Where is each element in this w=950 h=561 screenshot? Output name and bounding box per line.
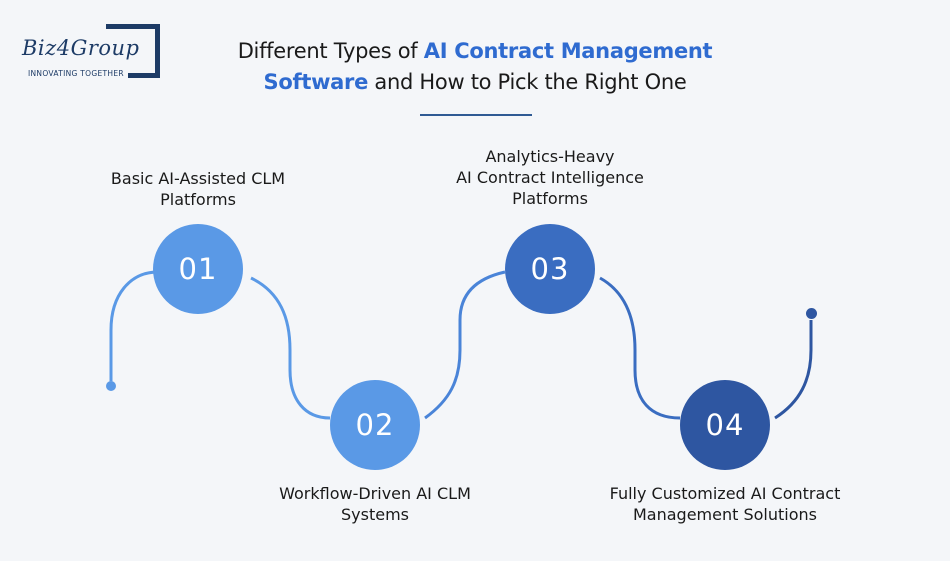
step-01-label-line-1: Basic AI-Assisted CLM [110, 169, 286, 188]
title-part-2: and How to Pick the Right One [368, 70, 687, 94]
step-01-label: Basic AI-Assisted CLM Platforms [78, 168, 318, 210]
connector-start-to-01 [109, 270, 159, 381]
step-02-label: Workflow-Driven AI CLM Systems [240, 483, 510, 525]
connector-02-to-03 [424, 270, 506, 420]
step-02-circle: 02 [330, 380, 420, 470]
logo-wordmark: Biz4Group [22, 36, 140, 60]
title-accent-1: AI Contract Management [423, 39, 713, 63]
flow-end-dot [806, 308, 817, 319]
step-01-label-line-2: Platforms [160, 190, 236, 209]
step-04-label-line-2: Management Solutions [633, 505, 817, 524]
company-logo: Biz4Group INNOVATING TOGETHER [18, 24, 160, 84]
flow-start-dot [106, 381, 116, 391]
title-underline [420, 114, 532, 116]
step-03-label-line-1: Analytics-Heavy [485, 147, 615, 166]
logo-bracket [128, 24, 160, 78]
step-04-label-line-1: Fully Customized AI Contract [609, 484, 841, 503]
title-accent-2: Software [263, 70, 369, 94]
step-01-circle: 01 [153, 224, 243, 314]
step-02-label-line-1: Workflow-Driven AI CLM [279, 484, 471, 503]
step-04-circle: 04 [680, 380, 770, 470]
step-02-label-line-2: Systems [341, 505, 409, 524]
step-03-circle: 03 [505, 224, 595, 314]
step-03-label-line-3: Platforms [512, 189, 588, 208]
connector-03-to-04 [599, 276, 681, 420]
step-03-label: Analytics-Heavy AI Contract Intelligence… [420, 146, 680, 209]
logo-tagline: INNOVATING TOGETHER [28, 69, 124, 78]
step-04-label: Fully Customized AI Contract Management … [580, 483, 870, 525]
step-03-label-line-2: AI Contract Intelligence [456, 168, 644, 187]
logo-bracket-top [106, 24, 136, 29]
connector-04-to-end [774, 320, 813, 420]
page-title: Different Types of AI Contract Managemen… [150, 36, 800, 98]
title-part-1: Different Types of [237, 39, 424, 63]
connector-01-to-02 [250, 276, 331, 420]
